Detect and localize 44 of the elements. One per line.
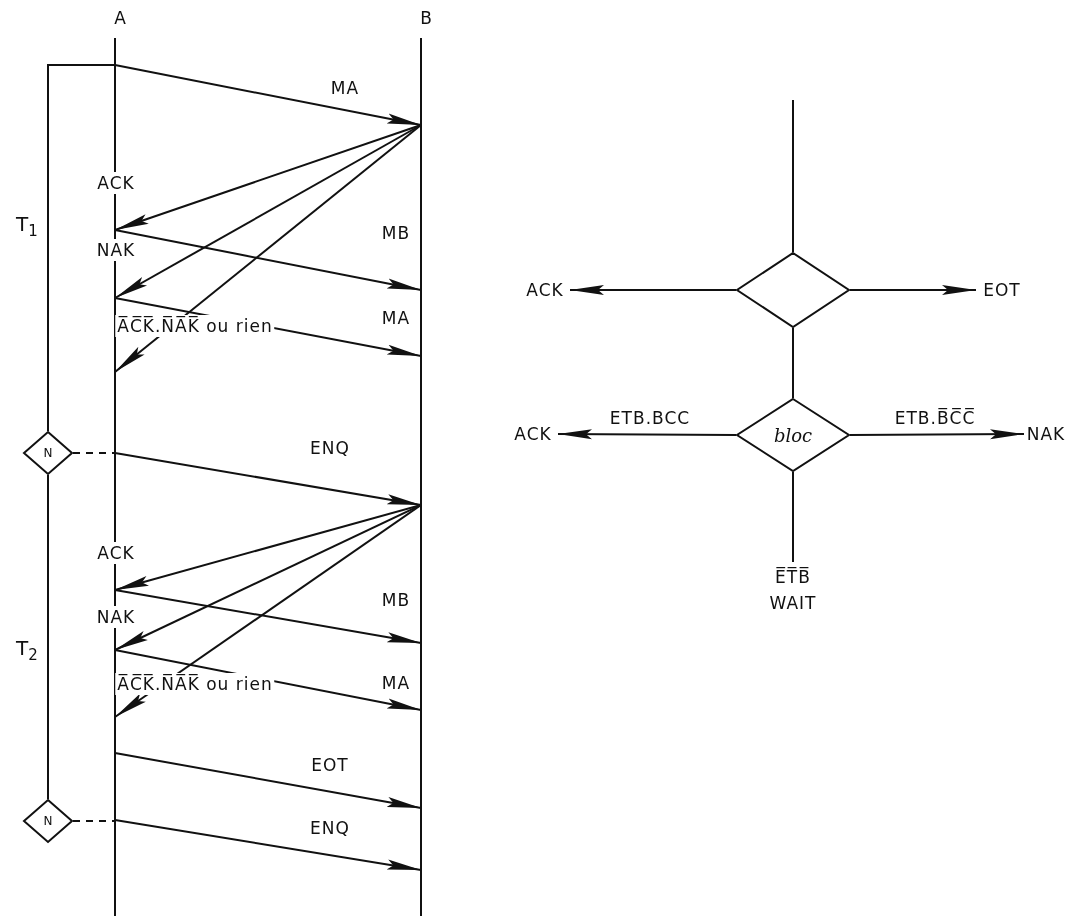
edge-label: ACK bbox=[95, 542, 137, 564]
decision-diamond bbox=[736, 252, 850, 328]
arrow bbox=[849, 285, 977, 295]
signal-label: ACK bbox=[526, 279, 564, 302]
arrow bbox=[114, 504, 422, 591]
connector-line bbox=[792, 99, 794, 253]
arrow bbox=[114, 504, 422, 718]
diamond-label: bloc bbox=[773, 424, 813, 446]
decision-diamond bbox=[23, 799, 73, 843]
connector-line bbox=[792, 327, 794, 399]
signal-label: WAIT bbox=[769, 592, 817, 615]
connector-line bbox=[47, 64, 116, 432]
connector-line bbox=[792, 471, 794, 563]
signal-label: EOT bbox=[983, 279, 1021, 302]
arrow bbox=[849, 429, 1025, 440]
edge-label: A̅C̅K̅.N̅A̅K̅ ou rien bbox=[115, 315, 275, 337]
arrow bbox=[114, 819, 422, 871]
arrow bbox=[114, 452, 422, 506]
lifeline-label: A bbox=[114, 8, 126, 28]
lifeline-label: B bbox=[420, 8, 432, 28]
edge-label: A̅C̅K̅.N̅A̅K̅ ou rien bbox=[115, 673, 275, 695]
decision-diamond bbox=[736, 398, 850, 472]
timer-label: T$_{2}$ bbox=[16, 636, 38, 666]
signal-label: NAK bbox=[1026, 423, 1066, 446]
arrow bbox=[114, 589, 422, 644]
diamond-label: N bbox=[43, 814, 53, 828]
arrow bbox=[569, 285, 737, 295]
arrow bbox=[114, 649, 422, 711]
arrow bbox=[114, 752, 422, 809]
dashed-line bbox=[72, 820, 116, 822]
arrow bbox=[114, 124, 422, 373]
diamond-label: N bbox=[43, 446, 53, 460]
arrow bbox=[557, 429, 737, 440]
dashed-line bbox=[72, 452, 116, 454]
arrow bbox=[114, 124, 422, 231]
timer-label: T$_{1}$ bbox=[16, 212, 38, 242]
arrow bbox=[114, 229, 422, 291]
signal-label: E̅T̅B̅ bbox=[775, 566, 811, 589]
arrow bbox=[114, 64, 422, 126]
edge-label: ACK bbox=[95, 172, 137, 194]
signal-label: ACK bbox=[514, 423, 552, 446]
connector-line bbox=[47, 474, 49, 800]
decision-diamond bbox=[23, 431, 73, 475]
arrow bbox=[114, 124, 422, 299]
